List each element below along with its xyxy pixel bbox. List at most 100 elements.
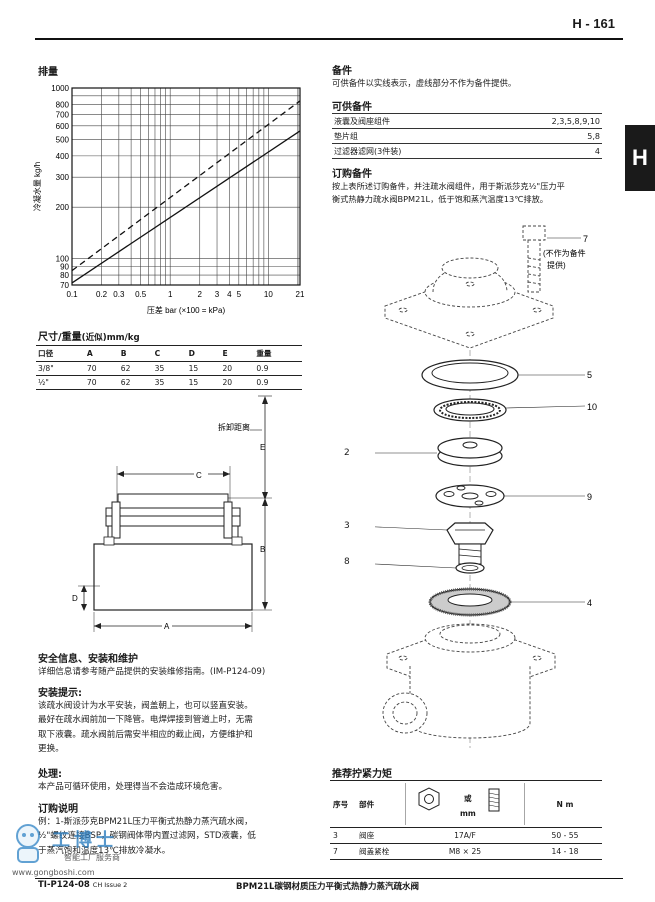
footer-doc-id: TI-P124-08 CH Issue 2 <box>38 880 128 890</box>
torque-head-size: 或 mm <box>402 780 528 828</box>
dimensions-cell: 15 <box>186 361 221 376</box>
bolt-7 <box>522 225 546 293</box>
dimensions-cell: 70 <box>84 361 119 376</box>
dimensions-header-cell: D <box>186 345 221 362</box>
order-line: 于蒸汽饱和温度13℃排放冷凝水。 <box>38 845 171 856</box>
seat-3 <box>446 522 494 565</box>
series-line-dashed <box>71 100 301 272</box>
torque-head-nm: N m <box>528 780 602 828</box>
disposal-section: 处理: 本产品可循环使用，处理得当不会造成环境危害。 <box>38 765 310 794</box>
ordering-spares-line: 按上表所述订购备件，并注疏水阀组件，用于斯派莎克½"压力平 <box>332 181 565 191</box>
order-line: 例：1-斯派莎克BPM21L压力平衡式热静力蒸汽疏水阀， <box>38 817 253 827</box>
callout-3: 3 <box>344 521 350 531</box>
watermark-tagline: 智能工厂服务商 <box>64 853 120 862</box>
wrench-size-icon <box>405 783 525 825</box>
disposal-title: 处理: <box>38 769 62 780</box>
x-tick-label: 0.1 <box>66 290 78 299</box>
section-tab: H <box>625 125 655 191</box>
chart-frame <box>71 87 301 286</box>
y-axis-label: 冷凝水量 kg/h <box>32 162 42 211</box>
torque-head-or: 或 <box>464 794 472 803</box>
dimensions-cell: 0.9 <box>254 361 302 376</box>
dimensions-title: 尺寸/重量 <box>38 332 82 343</box>
install-title: 安装提示: <box>38 688 82 699</box>
y-tick-label: 500 <box>56 135 70 144</box>
label-a: A <box>164 622 170 631</box>
dimensions-cell: 20 <box>220 361 255 376</box>
torque-cell: 阀盖紧栓 <box>356 843 402 860</box>
install-line: 最好在疏水阀前加一下降管。电焊焊接到管道上时，无需 <box>38 715 253 726</box>
gasket-5 <box>421 359 519 391</box>
plate-9 <box>435 484 505 508</box>
y-tick-label: 70 <box>60 281 69 290</box>
label-e: E <box>260 443 265 452</box>
dimensions-header-cell: A <box>84 345 119 362</box>
callout-9: 9 <box>587 492 592 502</box>
safety-text: 详细信息请参考随产品提供的安装维修指南。(IM-P124-09) <box>38 667 266 677</box>
callout-2: 2 <box>344 448 350 458</box>
spare-name: 垫片组 <box>332 128 488 144</box>
x-tick-label: 10 <box>264 290 273 299</box>
callout-7: 7 <box>583 234 588 244</box>
series-line-solid <box>71 130 301 284</box>
torque-cell: 阀座 <box>356 827 402 844</box>
ordering-spares-section: 订购备件 按上表所述订购备件，并注疏水阀组件，用于斯派莎克½"压力平 衡式热静力… <box>332 165 607 206</box>
dimension-drawing: E 拆卸距离 C B D A <box>72 395 272 632</box>
spares-intro-title: 备件 <box>332 66 352 77</box>
dimensions-header-cell: B <box>118 345 153 362</box>
x-tick-label: 4 <box>227 290 232 299</box>
watermark: 工博士 智能工厂服务商 www.gongboshi.com <box>8 820 158 890</box>
watermark-url: www.gongboshi.com <box>12 868 95 877</box>
dimensions-cell: 35 <box>152 361 187 376</box>
dimensions-cell: 15 <box>186 375 221 390</box>
callout-7-note: (不作为备件 <box>543 248 586 258</box>
x-tick-label: 0.5 <box>135 290 147 299</box>
capsule-2 <box>437 437 503 467</box>
y-tick-label: 80 <box>60 271 69 280</box>
x-axis-label: 压差 bar (×100 = kPa) <box>147 305 226 315</box>
torque-head-item: 序号 <box>330 780 356 828</box>
dimensions-header-cell: C <box>152 345 187 362</box>
gasket-8 <box>455 562 485 574</box>
install-line: 该疏水阀设计为水平安装，阀盖朝上，也可以竖直安装。 <box>38 701 253 711</box>
torque-cell: 14 - 18 <box>528 843 602 860</box>
dimensions-cell: 70 <box>84 375 119 390</box>
x-tick-label: 2 <box>198 290 203 299</box>
torque-cell: 7 <box>330 843 356 860</box>
x-tick-label: 1 <box>168 290 173 299</box>
dimensions-cell: 3/8" <box>36 361 85 376</box>
spares-intro-text: 可供备件以实线表示，虚线部分不作为备件提供。 <box>332 78 517 88</box>
install-section: 安装提示: 该疏水阀设计为水平安装，阀盖朝上，也可以竖直安装。 最好在疏水阀前加… <box>38 684 310 757</box>
label-b: B <box>260 545 265 554</box>
dimensions-header-cell: E <box>220 345 255 362</box>
header-rule <box>35 38 623 40</box>
trap-body <box>382 623 556 739</box>
dimensions-header-cell: 重量 <box>254 345 302 362</box>
torque-title: 推荐拧紧力矩 <box>332 769 392 780</box>
dimensions-title-suffix: (近似)mm/kg <box>81 333 140 343</box>
dimensions-header-cell: 口径 <box>36 345 85 362</box>
spare-parts: 5,8 <box>487 128 602 144</box>
dimensions-cell: ½" <box>36 375 85 390</box>
callout-7-note: 提供) <box>547 260 566 270</box>
withdrawal-distance-label: 拆卸距离 <box>218 422 250 432</box>
spring-10 <box>433 398 507 422</box>
y-tick-label: 300 <box>56 173 70 182</box>
ordering-spares-title: 订购备件 <box>332 169 372 180</box>
ordering-spares-line: 衡式热静力疏水阀BPM21L，低于饱和蒸汽温度13℃排放。 <box>332 194 548 204</box>
x-tick-label: 3 <box>215 290 220 299</box>
spare-parts: 2,3,5,8,9,10 <box>487 113 602 129</box>
install-line: 取下液囊。疏水阀前后需安半相应的截止阀，方便维护和 <box>38 729 253 740</box>
callout-5: 5 <box>587 370 592 380</box>
order-section: 订购说明 例：1-斯派莎克BPM21L压力平衡式热静力蒸汽疏水阀， ½"螺纹连接… <box>38 800 310 858</box>
x-tick-label: 0.3 <box>113 290 125 299</box>
